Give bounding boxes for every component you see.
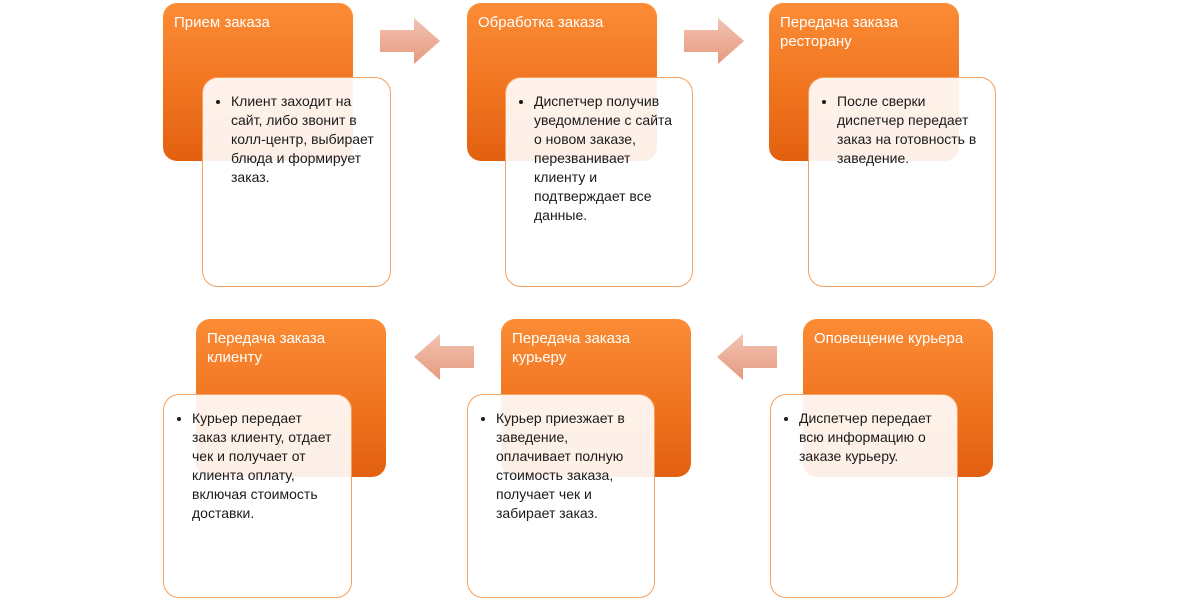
arrow-right-icon	[684, 18, 744, 64]
arrow-left-icon	[414, 334, 474, 380]
step-5-text: Курьер приезжает в заведение, оплачивает…	[496, 409, 642, 523]
step-3-text: После сверки диспетчер передает заказ на…	[837, 92, 983, 168]
step-2-title: Обработка заказа	[478, 14, 604, 31]
step-6-card: Курьер передает заказ клиенту, отдает че…	[163, 394, 352, 598]
step-5-card: Курьер приезжает в заведение, оплачивает…	[467, 394, 655, 598]
step-1-card: Клиент заходит на сайт, либо звонит в ко…	[202, 77, 391, 287]
step-3-card: После сверки диспетчер передает заказ на…	[808, 77, 996, 287]
step-1-text: Клиент заходит на сайт, либо звонит в ко…	[231, 92, 378, 187]
step-3-title: Передача заказа ресторану	[780, 14, 899, 50]
arrow-right-icon	[380, 18, 440, 64]
step-2-text: Диспетчер получив уведомление с сайта о …	[534, 92, 680, 225]
step-2-card: Диспетчер получив уведомление с сайта о …	[505, 77, 693, 287]
step-4-title: Оповещение курьера	[814, 330, 964, 347]
step-4-card: Диспетчер передает всю информацию о зака…	[770, 394, 958, 598]
step-4-text: Диспетчер передает всю информацию о зака…	[799, 409, 945, 466]
step-1-title: Прием заказа	[174, 14, 270, 31]
step-5-title: Передача заказа курьеру	[512, 330, 631, 366]
arrow-left-icon	[717, 334, 777, 380]
step-6-title: Передача заказа клиенту	[207, 330, 326, 366]
step-6-text: Курьер передает заказ клиенту, отдает че…	[192, 409, 339, 523]
